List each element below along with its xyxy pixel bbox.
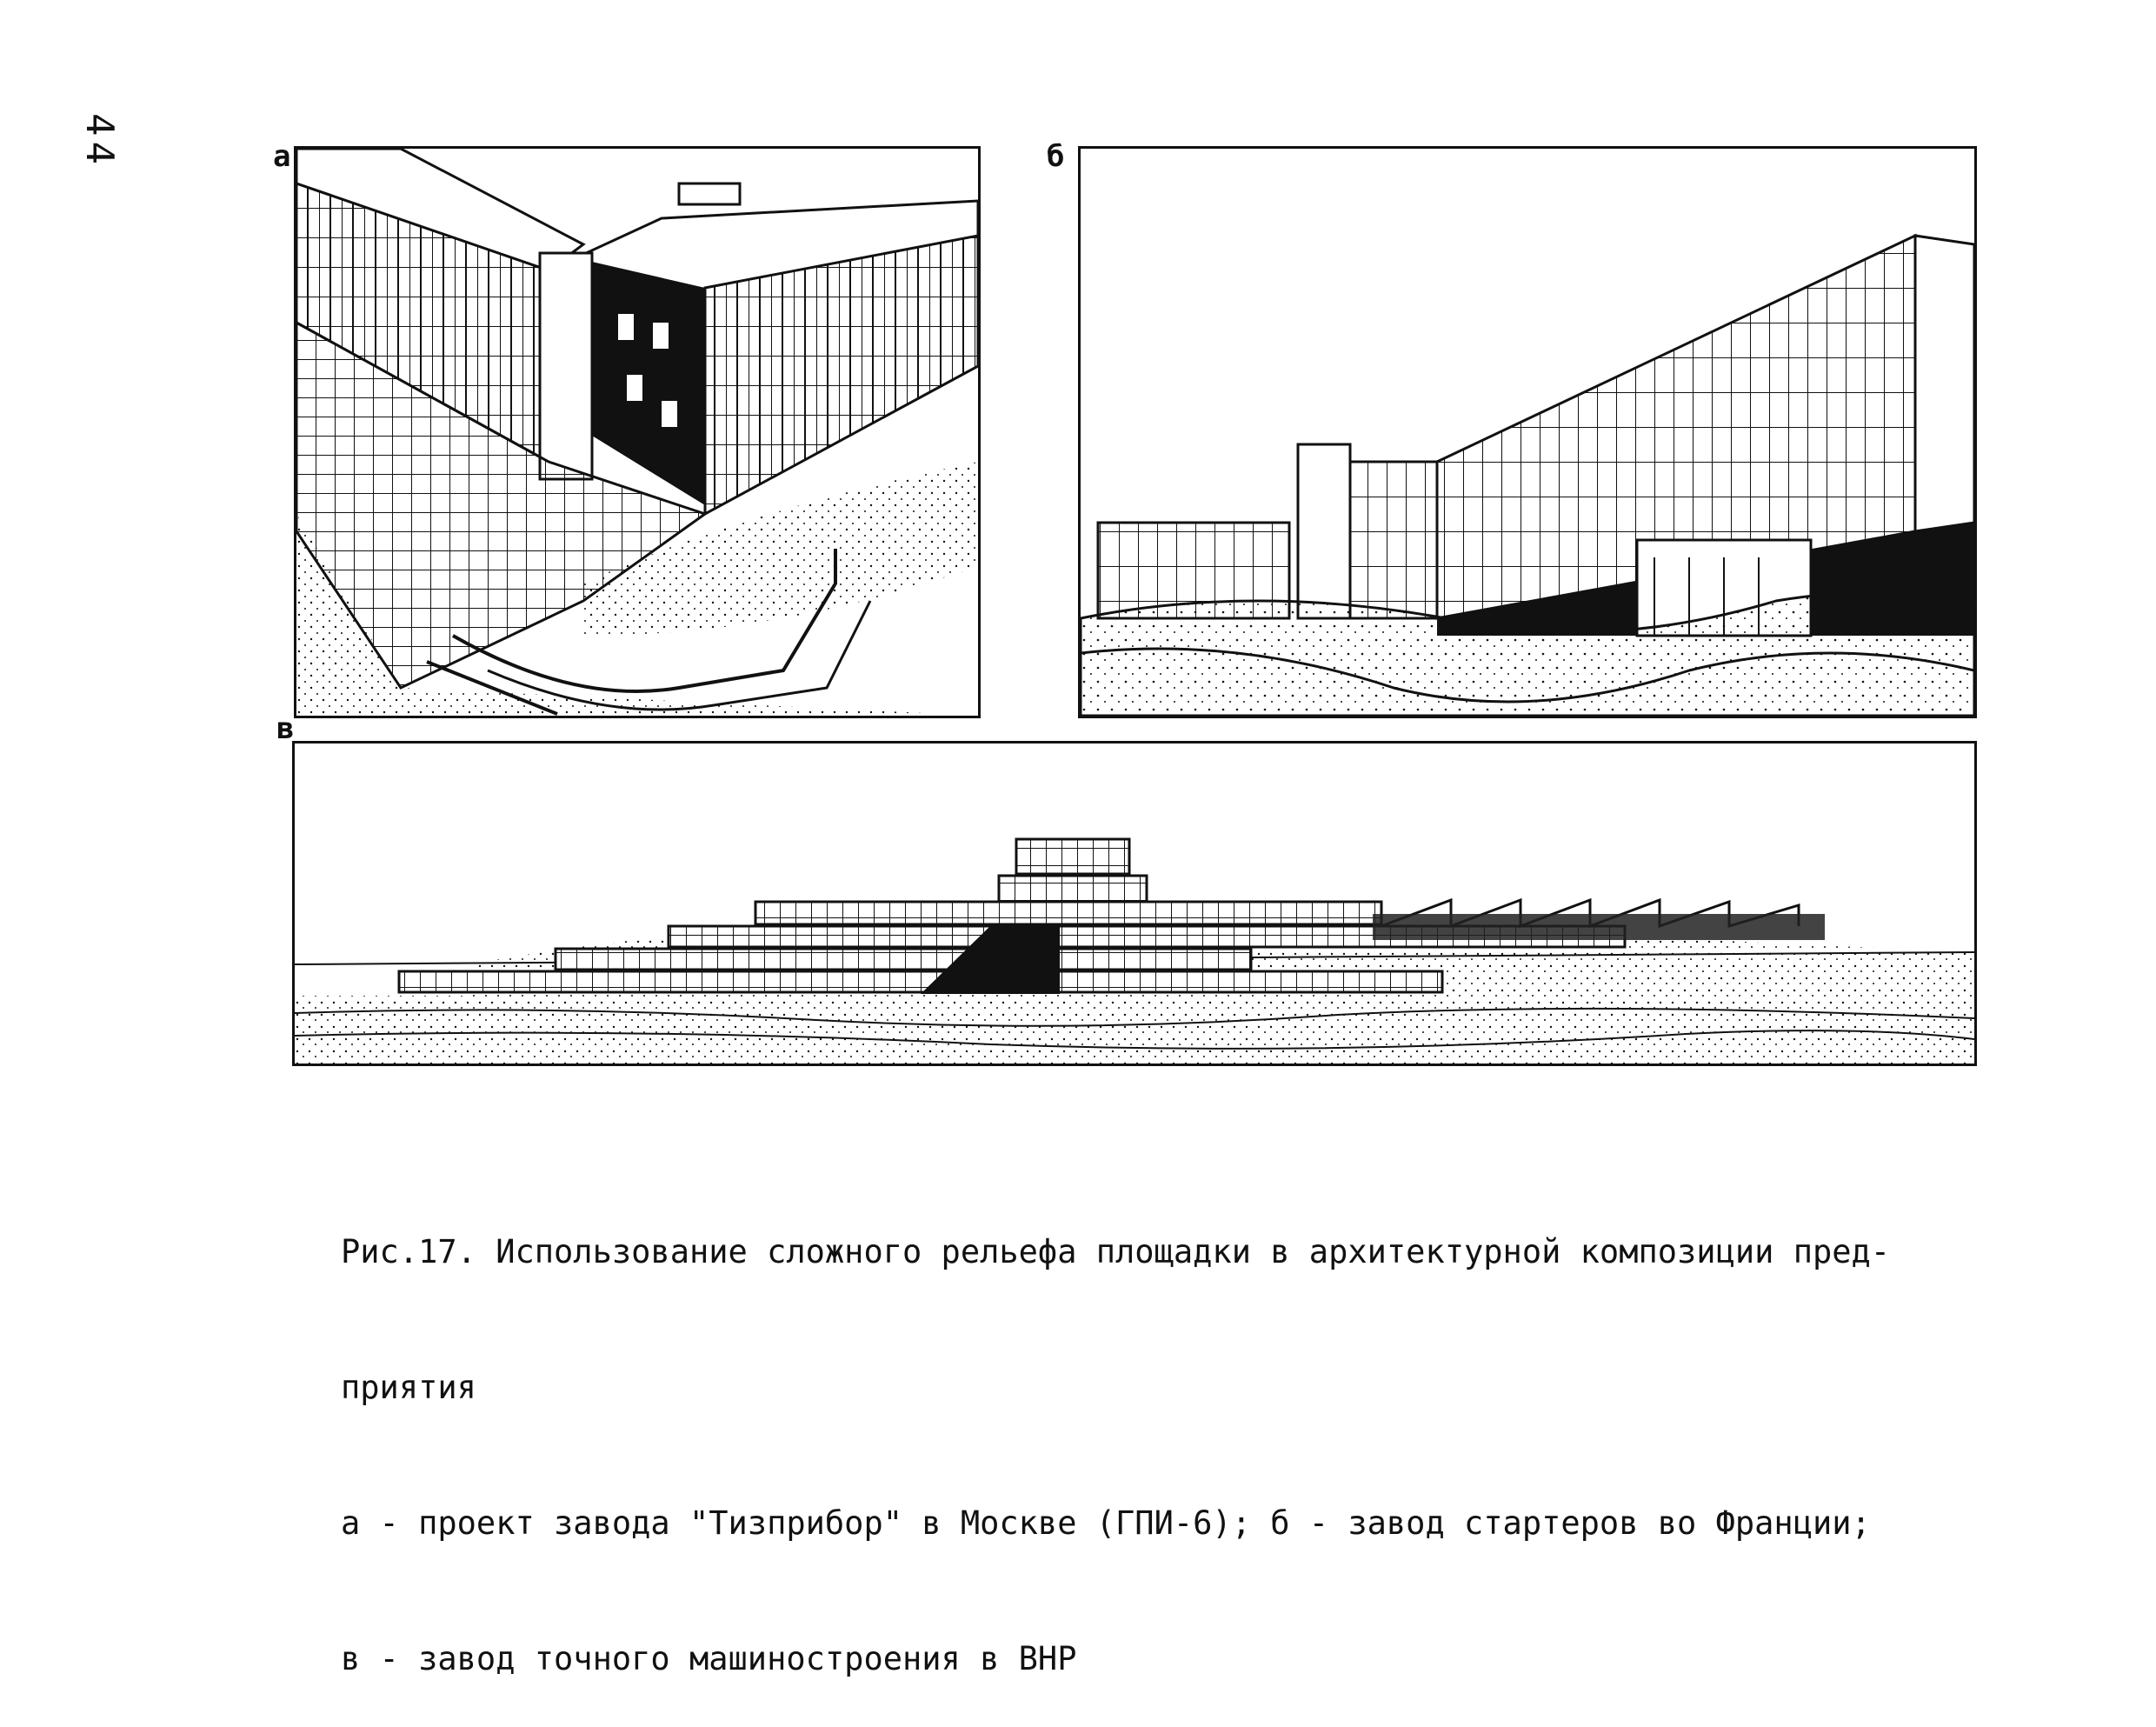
caption-line-1: Рис.17. Использование сложного рельефа п… [341, 1233, 1891, 1270]
figure-caption: Рис.17. Использование сложного рельефа п… [341, 1139, 1993, 1727]
factory-perspective-illustration [296, 149, 978, 716]
panel-label-b: б [1047, 139, 1065, 174]
figure-panel-b [1078, 146, 1977, 718]
factory-panorama-illustration [295, 743, 1974, 1064]
caption-line-4: в - завод точного машиностроения в ВНР [341, 1640, 1077, 1677]
page-number: 44 [77, 113, 122, 170]
caption-line-3: а - проект завода "Тизприбор" в Москве (… [341, 1504, 1871, 1542]
figure-panel-a [294, 146, 981, 718]
panel-label-a: а [273, 139, 291, 174]
figure-panel-c [292, 741, 1977, 1066]
factory-hillside-illustration [1081, 149, 1974, 716]
caption-line-2: приятия [341, 1369, 476, 1406]
panel-label-c: в [276, 711, 295, 746]
